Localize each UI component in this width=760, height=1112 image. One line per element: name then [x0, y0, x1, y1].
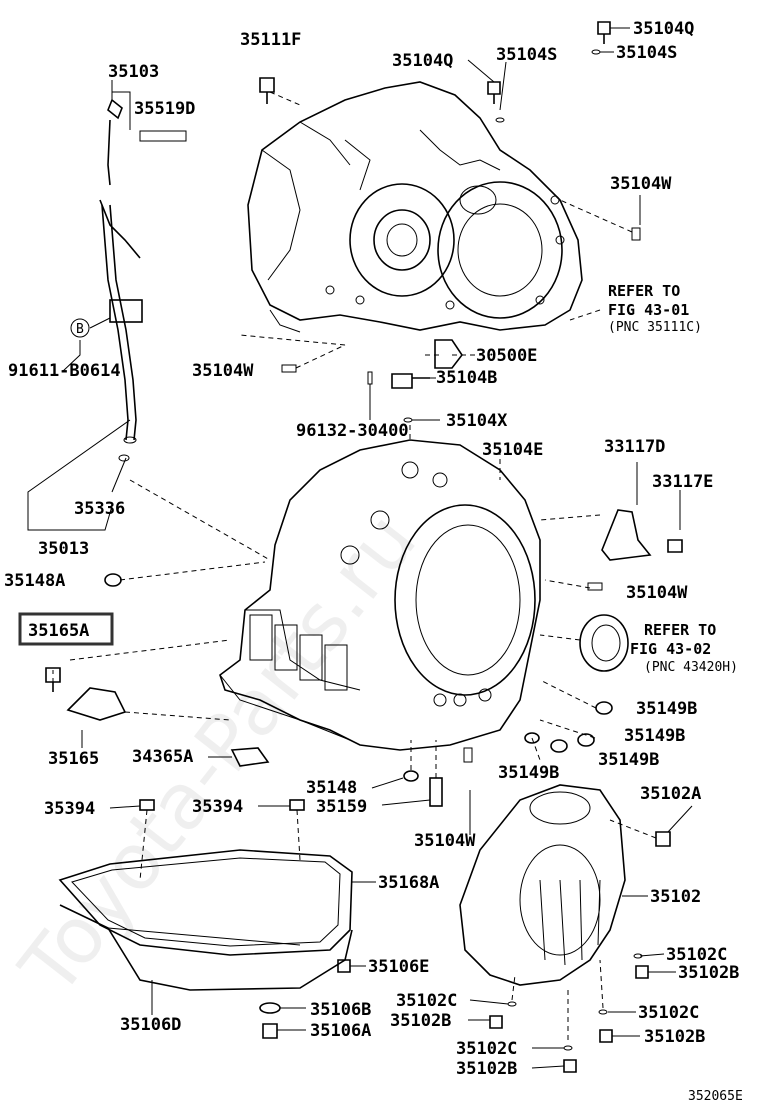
label-35165[interactable]: 35165: [48, 749, 99, 769]
label-35106A[interactable]: 35106A: [310, 1021, 371, 1041]
highlight-frame: [18, 612, 114, 646]
label-35102B-4[interactable]: 35102B: [456, 1059, 517, 1079]
label-35104W-4[interactable]: 35104W: [414, 831, 476, 851]
label-35148[interactable]: 35148: [306, 778, 357, 798]
label-35104S-mid[interactable]: 35104S: [496, 45, 557, 65]
part-labels: 35111F 35104Q 35104S 35104Q 35104S 35103…: [4, 19, 739, 1079]
leader-lines: [27, 27, 693, 1069]
ref1-line2[interactable]: FIG 43-01: [608, 301, 689, 319]
label-35149B-2[interactable]: 35149B: [624, 726, 685, 746]
label-35104W-1[interactable]: 35104W: [610, 174, 672, 194]
label-35103[interactable]: 35103: [108, 62, 159, 82]
ref2-line3: (PNC 43420H): [644, 660, 738, 675]
label-35106D[interactable]: 35106D: [120, 1015, 181, 1035]
label-35102[interactable]: 35102: [650, 887, 701, 907]
figure-id: 352065E: [688, 1089, 743, 1104]
label-35102B-2[interactable]: 35102B: [390, 1011, 451, 1031]
label-35102C-4[interactable]: 35102C: [456, 1039, 517, 1059]
ref2-line1: REFER TO: [644, 621, 716, 639]
ref2-line2[interactable]: FIG 43-02: [630, 640, 711, 658]
label-35165A[interactable]: 35165A: [28, 621, 89, 641]
label-35394-1[interactable]: 35394: [44, 799, 95, 819]
label-35111F[interactable]: 35111F: [240, 30, 301, 50]
converter-housing-drawing: [219, 439, 541, 751]
label-96132-30400[interactable]: 96132-30400: [296, 421, 409, 441]
circle-b-label: B: [76, 322, 84, 337]
label-35104B[interactable]: 35104B: [436, 368, 497, 388]
label-35149B-4[interactable]: 35149B: [498, 763, 559, 783]
label-35102C-2[interactable]: 35102C: [396, 991, 457, 1011]
label-33117E[interactable]: 33117E: [652, 472, 713, 492]
label-35106E[interactable]: 35106E: [368, 957, 429, 977]
label-35394-2[interactable]: 35394: [192, 797, 243, 817]
label-35102C-1[interactable]: 35102C: [666, 945, 727, 965]
label-35104W-2[interactable]: 35104W: [192, 361, 254, 381]
dipstick-drawing: [99, 98, 143, 462]
ref1-line1: REFER TO: [608, 282, 680, 300]
label-35168A[interactable]: 35168A: [378, 873, 439, 893]
label-35102B-3[interactable]: 35102B: [644, 1027, 705, 1047]
label-35104X[interactable]: 35104X: [446, 411, 508, 431]
label-35104E[interactable]: 35104E: [482, 440, 543, 460]
label-35149B-1[interactable]: 35149B: [636, 699, 697, 719]
label-35102A[interactable]: 35102A: [640, 784, 701, 804]
transaxle-housing-drawing: [247, 81, 583, 333]
label-35102C-3[interactable]: 35102C: [638, 1003, 699, 1023]
label-35106B[interactable]: 35106B: [310, 1000, 371, 1020]
label-91611-B0614[interactable]: 91611-B0614: [8, 361, 121, 381]
label-35336[interactable]: 35336: [74, 499, 125, 519]
label-35148A[interactable]: 35148A: [4, 571, 65, 591]
label-34365A[interactable]: 34365A: [132, 747, 193, 767]
label-35104Q-mid[interactable]: 35104Q: [392, 51, 453, 71]
label-30500E[interactable]: 30500E: [476, 346, 537, 366]
label-35102B-1[interactable]: 35102B: [678, 963, 739, 983]
label-35519D[interactable]: 35519D: [134, 99, 195, 119]
label-35104S-top[interactable]: 35104S: [616, 43, 677, 63]
label-35159[interactable]: 35159: [316, 797, 367, 817]
ref1-line3: (PNC 35111C): [608, 320, 702, 335]
label-35104W-3[interactable]: 35104W: [626, 583, 688, 603]
label-33117D[interactable]: 33117D: [604, 437, 665, 457]
oil-seal-drawing: [579, 614, 629, 672]
fastener-drawings: [45, 21, 683, 1073]
extension-housing-drawing: [459, 784, 626, 986]
circle-b-marker: [70, 318, 90, 338]
label-35149B-3[interactable]: 35149B: [598, 750, 659, 770]
label-35013[interactable]: 35013: [38, 539, 89, 559]
label-35104Q-top[interactable]: 35104Q: [633, 19, 694, 39]
